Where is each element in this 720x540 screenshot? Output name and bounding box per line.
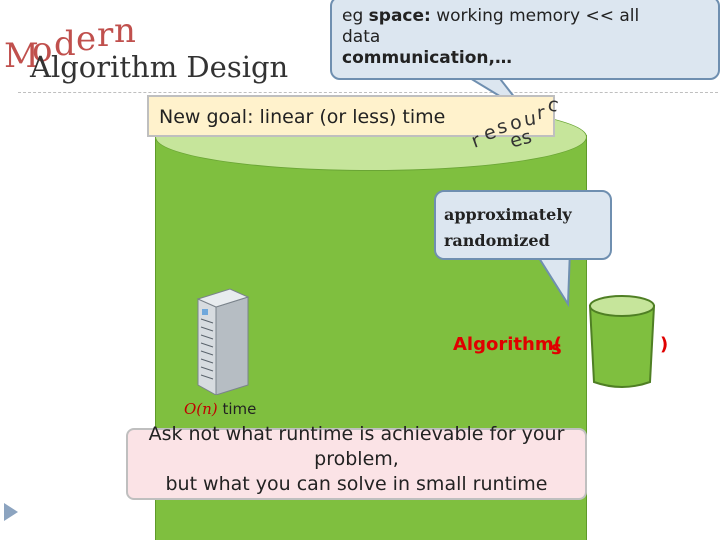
callout-line-1: eg space: working memory << all bbox=[342, 6, 640, 26]
slide-bullet-icon bbox=[4, 503, 18, 521]
title-modern: M o d e r n bbox=[4, 11, 144, 76]
title-subtitle: Algorithm Design bbox=[30, 50, 289, 84]
resources-letter: r bbox=[536, 101, 546, 125]
resources-letter: r bbox=[468, 129, 484, 153]
algorithm-close-paren: ) bbox=[660, 334, 669, 355]
goal-box: New goal: linear (or less) time bbox=[147, 95, 555, 137]
small-bucket-icon bbox=[588, 295, 656, 388]
server-time-caption: O(n) time bbox=[184, 400, 256, 418]
callout-line-3: communication,… bbox=[342, 48, 512, 68]
approx-line-1: approximately bbox=[444, 205, 572, 224]
approx-callout: approximately randomized bbox=[434, 190, 612, 260]
title-letter: d bbox=[54, 24, 76, 64]
algorithm-s: s bbox=[551, 338, 562, 359]
callout-line-2: data bbox=[342, 27, 381, 47]
goal-text: New goal: linear (or less) time bbox=[159, 106, 446, 128]
quote-line-1: Ask not what runtime is achievable for y… bbox=[148, 423, 565, 445]
title-letter: o bbox=[32, 30, 53, 70]
complexity-math: O(n) bbox=[184, 400, 218, 418]
approx-line-2: randomized bbox=[444, 231, 550, 250]
quote-line-3: but what you can solve in small runtime bbox=[165, 473, 548, 495]
time-label: time bbox=[217, 400, 257, 418]
algorithm-label: Algorithm( bbox=[453, 334, 562, 355]
resources-curved-text: r e s o u r c es bbox=[462, 93, 562, 160]
quote-box: Ask not what runtime is achievable for y… bbox=[126, 423, 587, 500]
title-letter: e bbox=[76, 19, 97, 59]
title-divider bbox=[18, 92, 718, 93]
title-letter: M bbox=[4, 36, 39, 76]
title-letter: n bbox=[114, 11, 136, 51]
resource-callout: eg space: working memory << all data com… bbox=[330, 0, 720, 80]
quote-line-2: problem, bbox=[314, 448, 399, 470]
server-icon bbox=[196, 288, 250, 395]
resources-letter: c bbox=[546, 93, 561, 117]
title-letter: r bbox=[97, 15, 114, 55]
